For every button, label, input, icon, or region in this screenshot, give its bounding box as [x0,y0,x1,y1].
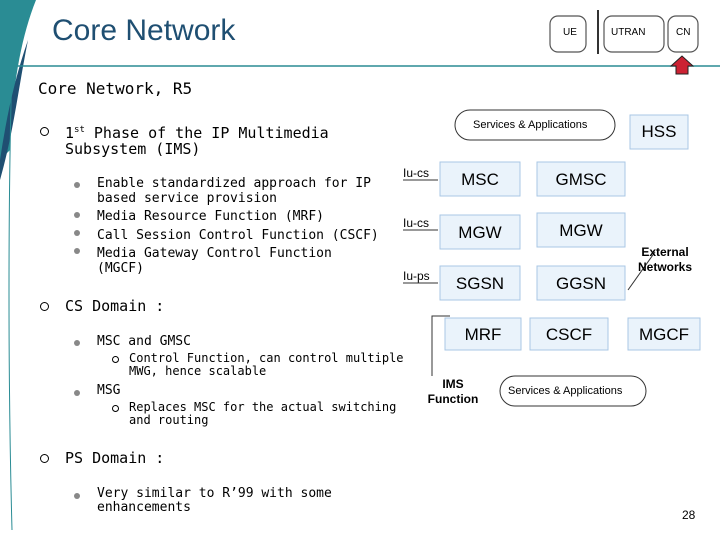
hss-frame [629,114,689,150]
header-tabs [549,10,699,75]
ggsn-node: GGSN [555,274,607,293]
ims-function-label: IMS Function [420,377,486,407]
ims-bracket [431,315,450,376]
ps-domain-heading: PS Domain : [65,449,165,467]
tab-cn-frame [667,15,699,53]
sgsn-node: SGSN [455,274,505,293]
ims-phase-line2: Subsystem (IMS) [65,140,201,158]
external-networks-pointer [627,251,656,291]
ps-item1-line2: enhancements [97,500,191,515]
page-number: 28 [682,508,696,522]
ims-bullet-2: Media Resource Function (MRF) [97,209,324,224]
left-rule [8,65,13,531]
ims-bullet-list: Enable standardized approach for IP base… [97,176,379,276]
dark-swoosh [0,40,28,180]
external-networks-line2: Networks [637,260,693,274]
cs-item1-sub-line1: Control Function, can control multiple [129,351,404,365]
section-subtitle: Core Network, R5 [38,79,193,98]
services-top-label: Services & Applications [473,119,588,131]
hss-label: HSS [641,122,677,141]
mgw1-frame [439,214,521,250]
mgw1-node: MGW [458,223,502,242]
page-title: Core Network [52,14,236,47]
services-top-frame [454,109,616,141]
services-bottom-label: Services & Applications [508,385,623,397]
bullet-small-ring-icon [112,356,119,363]
cs-domain-heading: CS Domain : [65,297,165,315]
bullet-dot-icon [74,493,80,499]
bullet-ring-icon [40,454,49,463]
gmsc-node: GMSC [555,170,607,189]
cs-item2-sub-line1: Replaces MSC for the actual switching [129,400,397,414]
external-networks-line1: External [641,245,689,259]
ims-bullet-4a: Media Gateway Control Function [97,246,332,261]
ims-bullet-4b: (MGCF) [97,260,144,276]
cs-item2-sub-line2: and routing [129,413,209,427]
bullet-ring-icon [40,127,49,136]
ggsn-frame [536,265,626,301]
bullet-small-ring-icon [112,405,119,412]
mgcf-node: MGCF [638,325,690,344]
iu-cs-2-label: Iu-cs [403,216,430,230]
ps-item1: Very similar to R’99 with some enhanceme… [97,487,332,515]
sgsn-frame [439,265,521,301]
up-arrow-icon [669,55,695,75]
tab-utran-frame [603,15,665,53]
cs-item-msc-gmsc: MSC and GMSC [97,334,191,349]
msc-node: MSC [461,170,499,189]
ims-bullet-1b: based service provision [97,190,278,206]
bullet-dot-icon [74,212,80,218]
bullet-ring-icon [40,302,49,311]
ordinal-suffix: st [74,125,85,135]
tab-ue-frame [549,15,587,53]
cscf-frame [529,317,609,351]
ps-item1-line1: Very similar to R’99 with some [97,486,332,501]
ims-bullet-1a: Enable standardized approach for IP [97,176,371,191]
tab-utran[interactable]: UTRAN [611,27,646,38]
ims-phase-heading: 1st Phase of the IP Multimedia Subsystem… [65,122,329,157]
cs-item1-sub-line2: MWG, hence scalable [129,364,267,378]
iu-cs-1-label: Iu-cs [403,166,430,180]
gmsc-frame [536,161,626,197]
mgcf-frame [627,317,701,351]
ims-function-line1: IMS [442,377,464,391]
mrf-node: MRF [464,325,502,344]
cs-item2-sub: Replaces MSC for the actual switching an… [129,401,396,427]
ims-function-line2: Function [427,392,479,406]
services-bottom-frame [499,375,647,407]
cs-item-msg: MSG [97,383,121,398]
bullet-dot-icon [74,230,80,236]
ims-bullet-3: Call Session Control Function (CSCF) [97,227,379,243]
tab-ue[interactable]: UE [563,27,577,38]
ordinal: 1 [65,124,75,142]
ims-phase-line1: Phase of the IP Multimedia [93,124,329,142]
cscf-node: CSCF [545,325,593,344]
external-networks-label: External Networks [632,245,698,275]
bullet-dot-icon [74,248,80,254]
tab-cn[interactable]: CN [676,27,691,38]
bullet-dot-icon [74,390,80,396]
iu-ps-label: Iu-ps [403,269,430,283]
msc-frame [439,161,521,197]
cs-item1-sub: Control Function, can control multiple M… [129,352,404,378]
mrf-frame [444,317,522,351]
bullet-dot-icon [74,182,80,188]
bullet-dot-icon [74,340,80,346]
mgw2-frame [536,212,626,248]
mgw2-node: MGW [559,221,603,240]
